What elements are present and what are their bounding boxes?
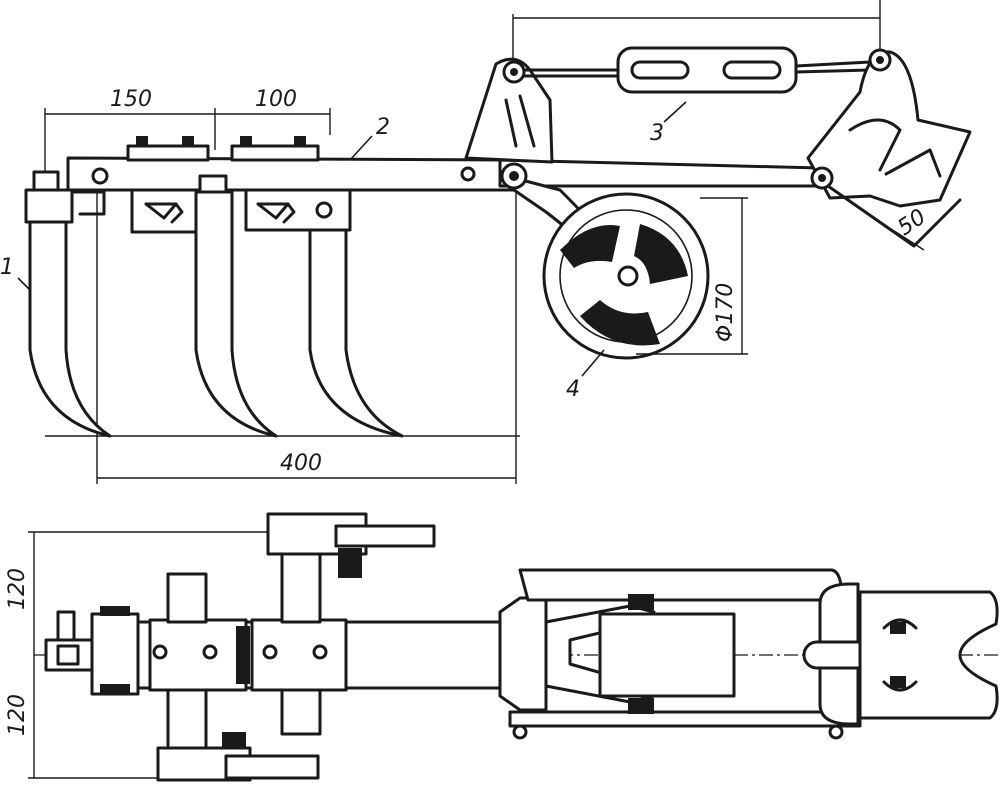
tine-middle [194,174,278,438]
callout-1: 1 [0,255,14,280]
plan-hitch [802,582,999,726]
plan-rear-clamp [44,606,140,696]
dim-120-top-label: 120 [5,568,30,610]
dimension-top-span [512,0,881,62]
tine-rear [28,220,112,438]
plan-view: 120 120 [5,512,1000,782]
dim-120-bottom-label: 120 [5,694,30,736]
callout-frame: 2 [349,115,390,161]
hitch-plate: 50 [806,48,972,251]
dim-150-label: 150 [110,87,152,112]
side-view: 150 100 400 [0,0,972,484]
frame-beam [66,156,824,192]
callout-turnbuckle: 3 [650,101,687,146]
plan-crossbar-front [266,512,436,736]
wheel-assembly [500,162,710,360]
dim-wheel-label: Φ170 [713,283,738,342]
callout-3: 3 [650,121,664,146]
callout-4: 4 [566,377,580,402]
dimension-width: 120 120 [5,531,280,779]
plan-beam [90,618,510,692]
dimension-400: 400 [96,178,517,484]
callout-wheel: 4 [566,349,605,402]
turnbuckle [522,46,872,94]
plan-wheel-fork [498,568,862,740]
rear-clamp [24,170,106,224]
beam-clamps [126,136,352,234]
dim-100-label: 100 [255,87,297,112]
front-bracket [464,57,554,164]
dim-400-label: 400 [280,451,322,476]
plan-crossbar-rear [156,572,320,782]
tine-front [308,228,404,438]
dimension-wheel-diameter: Φ170 [636,197,748,355]
callout-tine: 1 [0,255,31,291]
dimension-150: 150 [44,87,216,175]
callout-2: 2 [376,115,390,140]
dimension-100: 100 [215,87,331,135]
